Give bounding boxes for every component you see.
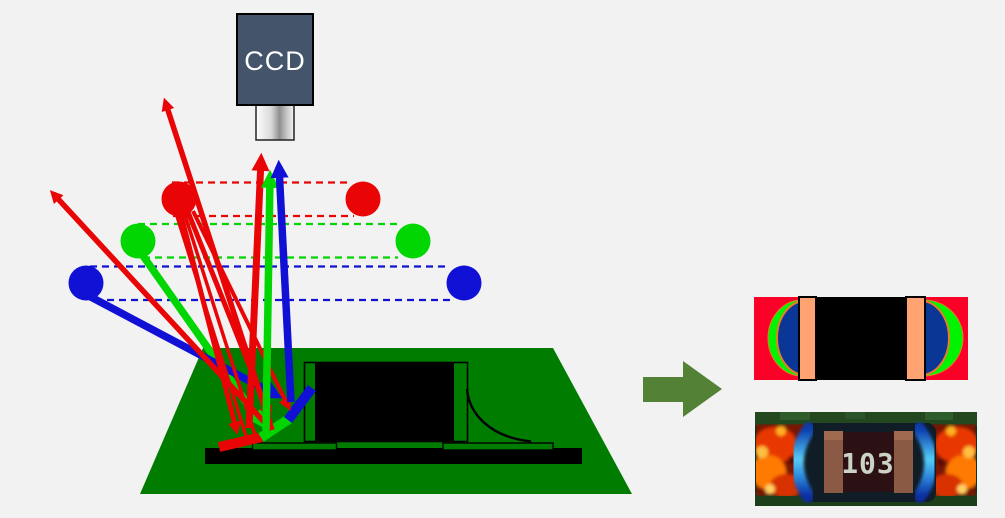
fillet-green-segment (258, 414, 292, 442)
red-incident-ray-2 (174, 212, 248, 437)
green-reflected-ray-to-ccd (260, 169, 279, 431)
blue-incident-ray (87, 292, 283, 399)
component-body (315, 363, 454, 441)
red-led-left (161, 181, 197, 217)
fillet-blue-segment (284, 385, 316, 423)
ring-lights (68, 181, 482, 301)
solder-land-bar (205, 448, 582, 464)
resistor-marking: 103 (841, 447, 895, 480)
photo-pad-tab (925, 412, 953, 420)
photo-right-solder-glow (920, 424, 976, 496)
fillet-color-segments (217, 385, 316, 452)
photo-right-blue-fillet (912, 422, 938, 503)
camera-label: CCD (244, 46, 306, 76)
photo-pad-tab (780, 412, 810, 420)
photo-top-strip (755, 412, 977, 426)
fillet-red-segment (217, 432, 264, 452)
schematic-body (816, 297, 906, 380)
blue-led-right (446, 265, 482, 301)
schematic-left-terminal (798, 296, 817, 381)
photo-resistor-body (843, 432, 894, 492)
resistor-photo: 103 (755, 412, 977, 506)
red-led-right (345, 181, 381, 217)
photo-left-terminal (824, 431, 843, 493)
photo-left-terminal-highlight (824, 431, 843, 440)
green-led-left (120, 223, 156, 259)
green-led-right (395, 223, 431, 259)
schematic-right-blue-arc (925, 300, 950, 376)
solder-fillet-curve (465, 388, 532, 443)
ccd-camera: CCD (236, 13, 314, 141)
photo-right-terminal-highlight (894, 431, 913, 440)
photo-left-blue-fillet (790, 422, 816, 503)
schematic-right-fillet (925, 299, 964, 377)
result-arrow-icon (643, 361, 722, 417)
left-pad-outline (251, 442, 338, 451)
photo-right-terminal (894, 431, 913, 493)
schematic-left-fillet (767, 299, 800, 377)
blue-led-left (68, 265, 104, 301)
camera-housing (236, 13, 314, 106)
color-result-schematic (754, 296, 968, 381)
camera-lens (255, 104, 295, 141)
right-pad-outline (442, 442, 554, 451)
blue-reflected-ray-to-ccd (270, 159, 295, 403)
red-reflected-ray-to-ccd (245, 152, 270, 429)
schematic-left-blue-arc (776, 300, 800, 376)
schematic-right-terminal (905, 296, 926, 381)
photo-pad-tab (845, 412, 865, 419)
red-scattered-ray-2 (49, 190, 270, 427)
light-rays (49, 97, 295, 439)
